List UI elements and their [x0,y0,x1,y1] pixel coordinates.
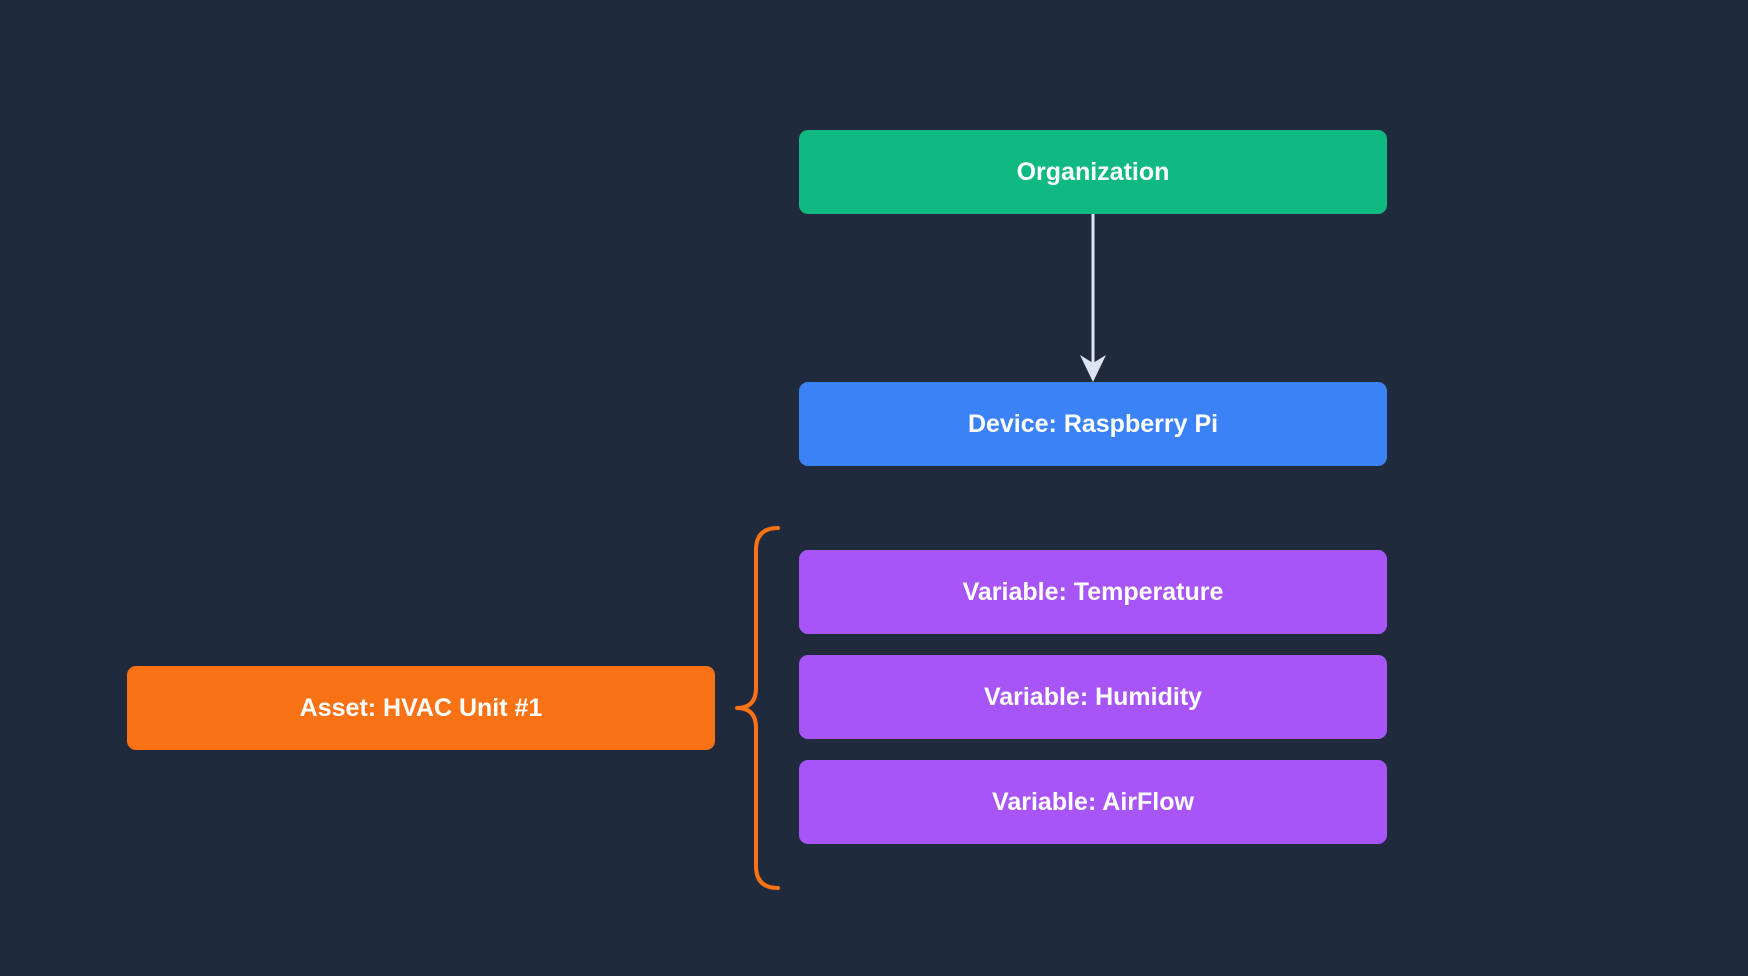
device-node[interactable]: Device: Raspberry Pi [799,382,1387,466]
asset-node[interactable]: Asset: HVAC Unit #1 [127,666,715,750]
variables-brace [735,526,780,890]
org-to-device-arrow-head [1080,355,1106,382]
variable-label: Variable: AirFlow [992,787,1194,816]
device-label: Device: Raspberry Pi [967,409,1219,438]
asset-label: Asset: HVAC Unit #1 [299,693,543,722]
organization-node[interactable]: Organization [799,130,1387,214]
variable-node-airflow[interactable]: Variable: AirFlow [799,760,1387,844]
variable-label: Variable: Humidity [983,682,1203,711]
organization-label: Organization [1016,157,1170,186]
variable-node-temperature[interactable]: Variable: Temperature [799,550,1387,634]
variable-node-humidity[interactable]: Variable: Humidity [799,655,1387,739]
variable-label: Variable: Temperature [962,577,1224,606]
